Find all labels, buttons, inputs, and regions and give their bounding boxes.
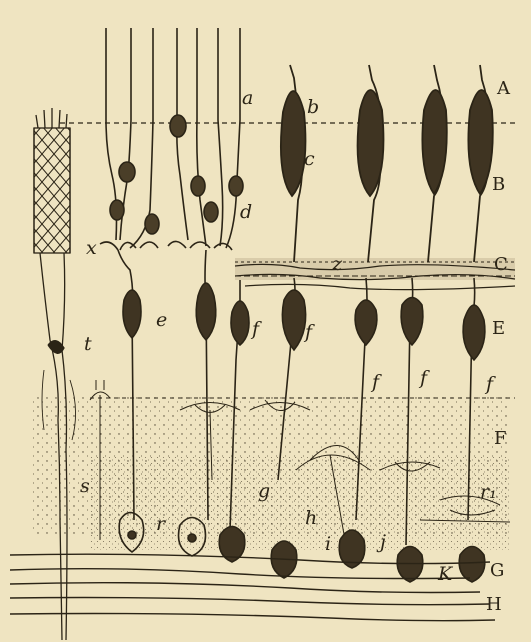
label-d: d <box>240 201 252 223</box>
label-a: a <box>242 87 253 109</box>
label-c: c <box>304 148 315 170</box>
label-E: E <box>492 318 505 339</box>
label-A: A <box>496 78 511 99</box>
label-C: C <box>494 254 508 275</box>
label-H: H <box>486 594 502 615</box>
label-e: e <box>156 309 167 331</box>
label-B: B <box>492 174 505 195</box>
label-t: t <box>84 333 92 355</box>
label-x: x <box>86 237 97 259</box>
label-b: b <box>307 96 319 118</box>
label-r1: r₁ <box>480 481 497 503</box>
label-F: F <box>494 428 507 449</box>
label-G: G <box>490 560 504 581</box>
label-K: K <box>437 563 454 585</box>
label-z: z <box>331 253 343 275</box>
label-i: i <box>325 533 331 555</box>
label-h: h <box>305 507 317 529</box>
label-g: g <box>258 480 270 502</box>
label-s: s <box>80 475 90 497</box>
